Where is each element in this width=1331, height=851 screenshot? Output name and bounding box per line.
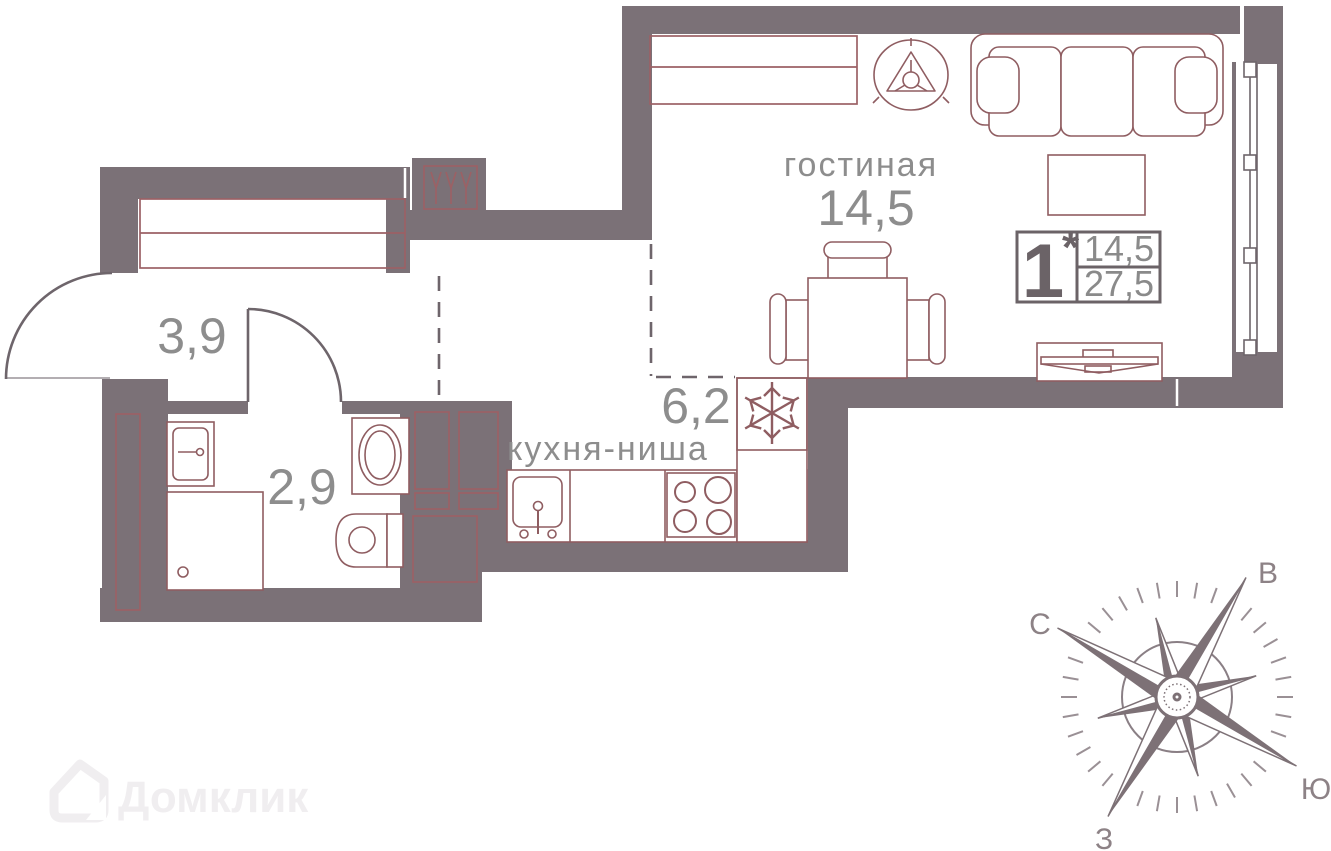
rooms-count-star: * — [1062, 223, 1080, 272]
chair-right-back — [928, 293, 946, 365]
coffee-table — [1047, 154, 1146, 216]
entrance-door-arc — [4, 271, 113, 380]
sofa — [970, 33, 1224, 137]
kitchen-label: кухня-ниша — [507, 430, 709, 468]
fridge — [736, 377, 808, 543]
living-area-value: 14,5 — [1084, 228, 1154, 269]
compass-rose-icon: С В Ю З — [1029, 557, 1331, 851]
bathroom-door-arc — [247, 307, 343, 403]
compass-main-points — [1057, 577, 1297, 817]
hall-area: 3,9 — [157, 308, 227, 364]
window — [1243, 61, 1258, 356]
coat-closet — [423, 165, 478, 210]
bathroom-area: 2,9 — [267, 459, 337, 515]
dining-table-set — [769, 241, 946, 379]
compass-label-north: С — [1029, 608, 1051, 641]
sofa-pillow-left — [976, 56, 1020, 114]
shower-tray — [166, 491, 264, 591]
rooms-count: 1 — [1022, 229, 1064, 314]
bathroom-door — [246, 307, 343, 403]
dining-table — [807, 277, 908, 379]
bathroom-sink — [351, 417, 410, 495]
hall-wardrobe — [139, 198, 406, 269]
zone-boundaries — [437, 244, 735, 399]
shaft-hatch-left — [115, 413, 141, 611]
domklik-house-notch — [86, 795, 106, 820]
ceiling-light-icon — [872, 38, 950, 111]
walls — [100, 6, 1283, 622]
compass-label-west: З — [1095, 823, 1113, 851]
kitchen-sink — [512, 476, 563, 539]
tv-stand — [1036, 342, 1163, 382]
living-room-area: 14,5 — [817, 180, 914, 236]
stove — [666, 472, 736, 538]
living-wardrobe — [649, 35, 858, 105]
compass-label-south: Ю — [1301, 773, 1331, 806]
compass-label-east: В — [1258, 557, 1278, 590]
hanger-icon — [430, 171, 472, 204]
watermark-brand: Домклик — [118, 773, 309, 822]
total-area-value: 27,5 — [1084, 263, 1154, 304]
living-room-label: гостиная — [784, 146, 938, 184]
sofa-pillow-right — [1174, 56, 1218, 114]
ventilation-shafts — [115, 411, 499, 611]
domklik-watermark: Домклик — [49, 759, 309, 823]
entrance-door — [4, 271, 113, 380]
washing-machine — [166, 421, 215, 487]
toilet — [335, 513, 404, 568]
chair-top-back — [823, 241, 892, 259]
kitchen-area: 6,2 — [661, 378, 731, 434]
apartment-info-box: 1 * 14,5 27,5 — [1015, 223, 1162, 314]
chair-left-back — [769, 293, 787, 365]
